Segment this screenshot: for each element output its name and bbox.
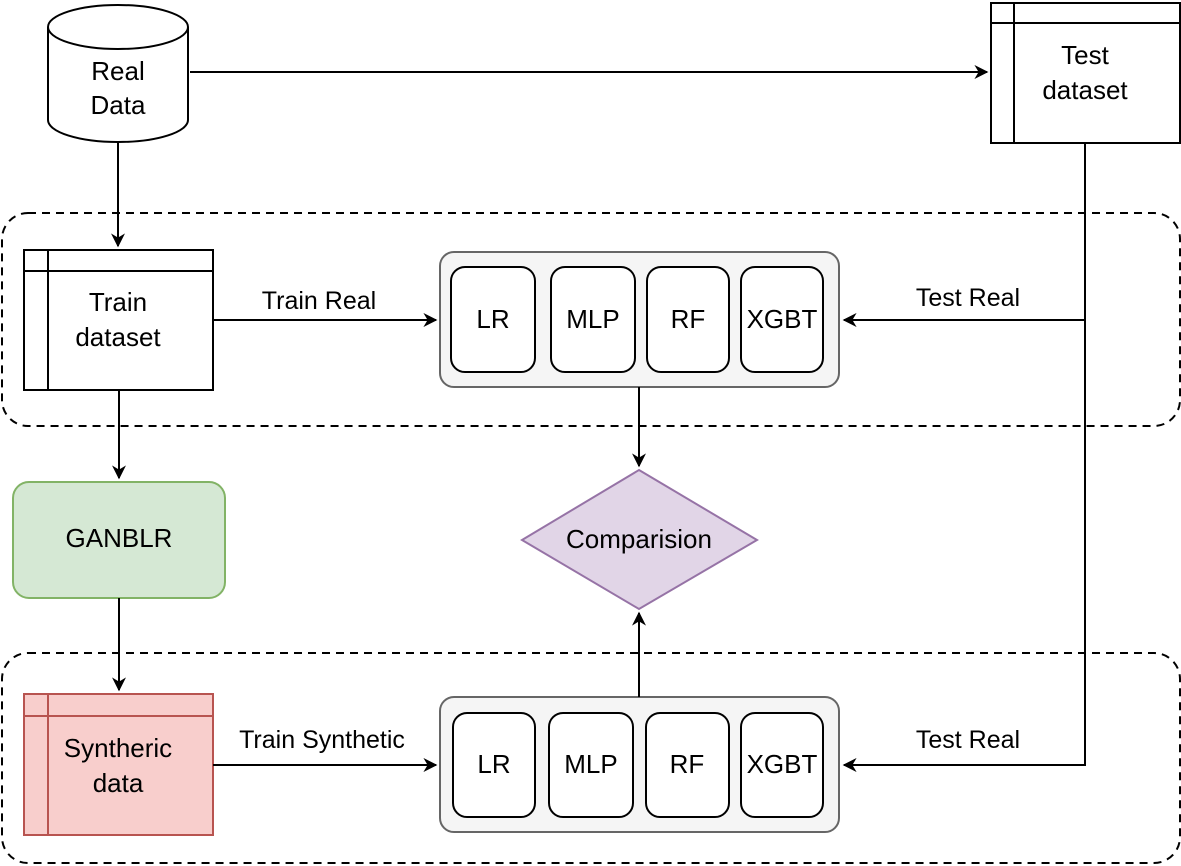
test-dataset-label-line2: dataset — [1042, 75, 1128, 105]
model-box-mlp: MLP — [550, 266, 636, 373]
real-data-label-line2: Data — [91, 90, 146, 120]
model-box-xgbt: XGBT — [740, 712, 824, 818]
edge-test-to-bottom-models — [842, 320, 1086, 772]
model-label-xgbt: XGBT — [747, 749, 818, 779]
real-data-label-line1: Real — [91, 56, 144, 86]
model-box-lr: LR — [450, 266, 536, 373]
train-dataset-label-line1: Train — [89, 287, 147, 317]
test-dataset-table: Test dataset — [990, 2, 1181, 144]
synthetic-data-table: Syntheric data — [23, 693, 214, 836]
train-dataset-table: Train dataset — [23, 249, 214, 391]
model-box-xgbt: XGBT — [740, 266, 824, 373]
synthetic-data-label-line1: Syntheric — [64, 733, 172, 763]
edge-label-train-real: Train Real — [262, 287, 376, 315]
model-box-lr: LR — [452, 712, 536, 818]
model-group-bottom: LR MLP RF XGBT — [439, 696, 840, 833]
synthetic-data-label-line2: data — [93, 768, 144, 798]
model-box-rf: RF — [646, 266, 730, 373]
model-group-top: LR MLP RF XGBT — [439, 251, 840, 388]
real-training-container — [1, 212, 1181, 427]
synthetic-training-container — [1, 652, 1181, 864]
model-label-rf: RF — [671, 304, 706, 334]
ganblr-node: GANBLR — [12, 481, 226, 599]
edge-label-train-synthetic: Train Synthetic — [239, 726, 405, 754]
model-box-rf: RF — [645, 712, 730, 818]
test-dataset-label-line1: Test — [1061, 40, 1109, 70]
train-dataset-label-line2: dataset — [75, 322, 161, 352]
model-label-rf: RF — [670, 749, 705, 779]
edge-label-test-real-bottom: Test Real — [916, 726, 1020, 754]
model-label-lr: LR — [477, 749, 510, 779]
model-box-mlp: MLP — [548, 712, 634, 818]
ganblr-label: GANBLR — [66, 523, 173, 553]
model-label-xgbt: XGBT — [747, 304, 818, 334]
comparison-decision: Comparision — [520, 468, 759, 611]
edge-label-test-real-top: Test Real — [916, 284, 1020, 312]
comparison-label: Comparision — [566, 524, 712, 554]
model-label-lr: LR — [476, 304, 509, 334]
real-data-cylinder: Real Data — [47, 4, 189, 143]
model-label-mlp: MLP — [564, 749, 617, 779]
model-label-mlp: MLP — [566, 304, 619, 334]
